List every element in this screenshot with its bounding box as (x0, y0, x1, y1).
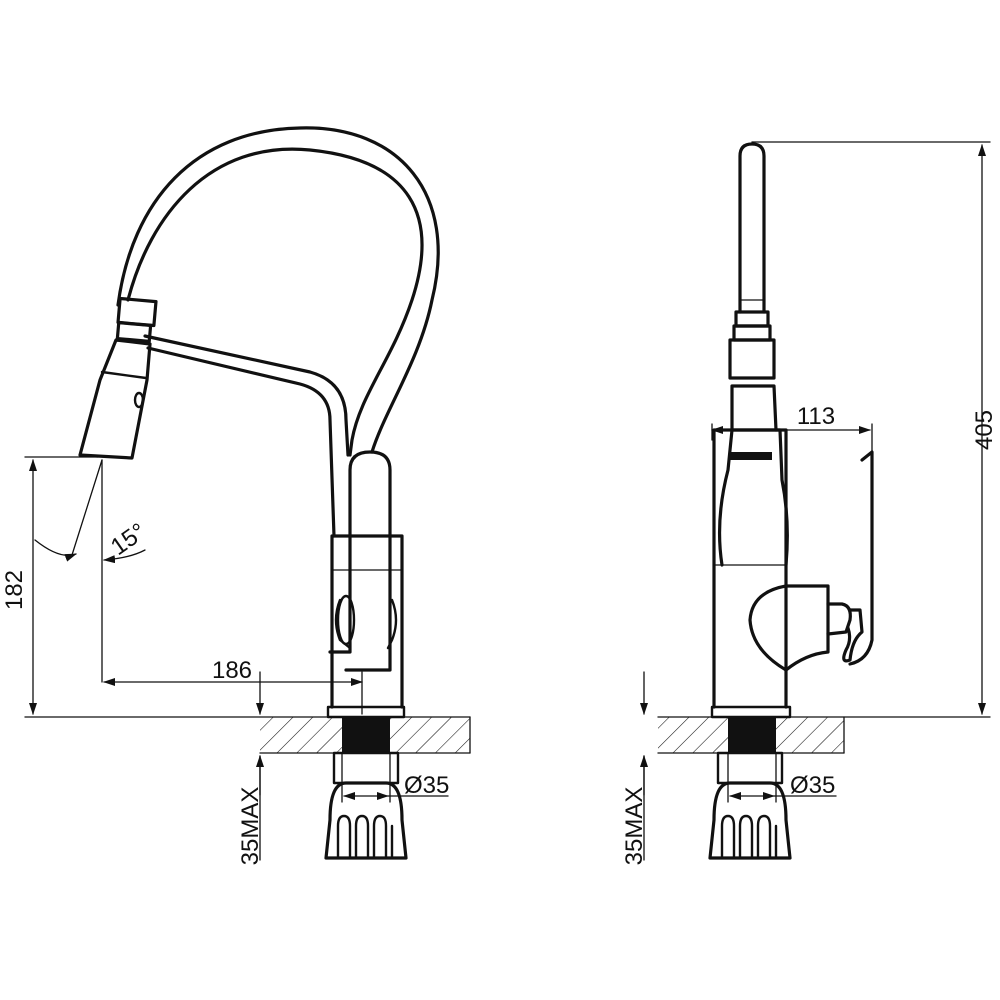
front-height-label: 182 (1, 570, 28, 610)
side-depth-label: 113 (797, 403, 835, 430)
side-dimension-hole: Ø35 (727, 772, 837, 803)
side-thickness-label: 35MAX (621, 787, 648, 866)
side-countertop (657, 716, 991, 754)
front-dimension-hole: Ø35 (341, 772, 449, 803)
side-shank (728, 717, 776, 753)
front-angle-label: 15° (106, 518, 151, 561)
front-support-arm (143, 334, 350, 538)
front-dimension-height: 182 (1, 456, 99, 715)
front-reach-label: 186 (212, 657, 252, 684)
side-dimension-height: 405 (751, 141, 998, 715)
side-spout (728, 142, 778, 432)
front-spray-head (78, 296, 158, 460)
front-thickness-label: 35MAX (237, 787, 264, 866)
front-countertop (24, 716, 471, 754)
front-mounting-nut (324, 751, 408, 860)
side-dimension-thickness: 35MAX (621, 671, 648, 866)
front-view: 182 15° 186 35MAX Ø35 (1, 126, 471, 866)
side-height-label: 405 (971, 410, 998, 450)
front-faucet-body (328, 450, 404, 709)
side-dimension-depth: 113 (711, 403, 873, 453)
front-dimension-thickness: 35MAX (237, 671, 264, 866)
side-view: 405 113 35MAX Ø35 (621, 141, 998, 866)
front-hose (116, 126, 440, 457)
front-shank (342, 717, 390, 753)
front-hole-label: Ø35 (404, 772, 449, 799)
side-mounting-nut (708, 751, 792, 860)
side-hole-label: Ø35 (790, 772, 835, 799)
front-dimension-reach: 186 (103, 657, 363, 715)
front-dimension-angle: 15° (34, 459, 151, 683)
side-lever-handle (748, 450, 874, 672)
